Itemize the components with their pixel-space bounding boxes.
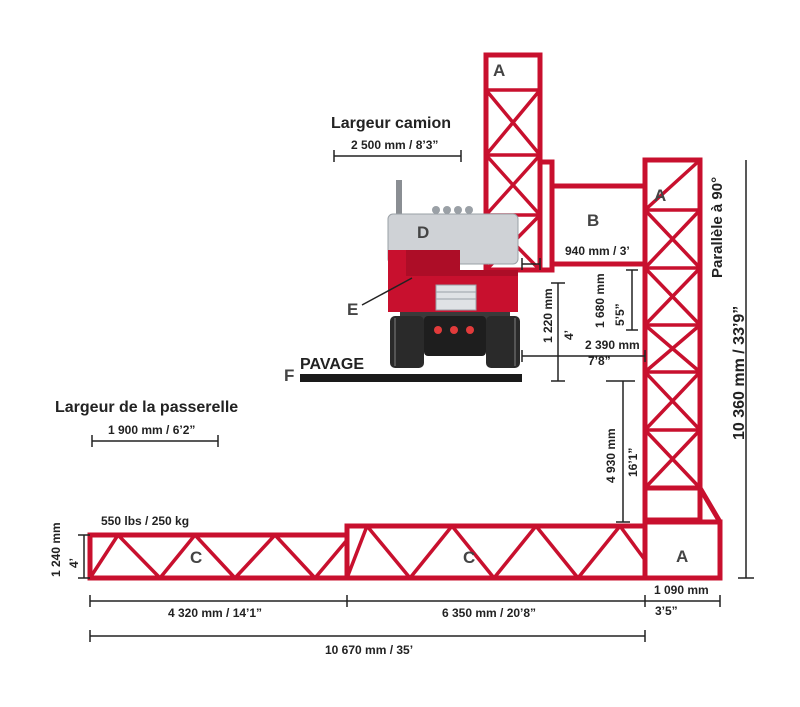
height-4930: 4 930 mm bbox=[604, 428, 618, 483]
label-c-left: C bbox=[190, 548, 202, 567]
truck-width-value: 2 500 mm / 8’3” bbox=[351, 138, 438, 152]
label-d: D bbox=[417, 223, 429, 242]
label-a-base: A bbox=[676, 547, 688, 566]
label-a-top: A bbox=[493, 61, 505, 80]
label-b: B bbox=[587, 211, 599, 230]
tower-section-a-main bbox=[642, 157, 723, 524]
distance-2390-ft: 7’8” bbox=[588, 354, 611, 368]
truck-rear-view bbox=[387, 180, 520, 368]
parallel-link-b bbox=[549, 183, 645, 267]
offset-940: 940 mm / 3’ bbox=[565, 244, 630, 258]
pavement-bar bbox=[300, 374, 522, 382]
height-1680: 1 680 mm bbox=[593, 273, 607, 328]
truck-width-title: Largeur camion bbox=[331, 115, 451, 132]
pavage-label: PAVAGE bbox=[300, 356, 364, 373]
walkway-section-c-left bbox=[87, 532, 350, 581]
wheel-left bbox=[390, 316, 424, 368]
height-1240-ft: 4’ bbox=[67, 558, 81, 568]
load-capacity: 550 lbs / 250 kg bbox=[101, 514, 189, 528]
label-f: F bbox=[284, 366, 294, 385]
walkway-width-title: Largeur de la passerelle bbox=[55, 399, 238, 416]
width-total: 10 670 mm / 35’ bbox=[325, 643, 413, 657]
wheel-right bbox=[486, 316, 520, 368]
dimension-lines bbox=[78, 150, 754, 642]
walkway-section-c-right bbox=[344, 523, 648, 581]
height-4930-ft: 16’1” bbox=[626, 448, 640, 477]
label-c-right: C bbox=[463, 548, 475, 567]
label-e: E bbox=[347, 300, 358, 319]
parallel-90: Parallèle à 90° bbox=[709, 177, 726, 278]
height-1220: 1 220 mm bbox=[541, 288, 555, 343]
height-1680-ft: 5’5” bbox=[613, 303, 627, 326]
height-1220-ft: 4’ bbox=[562, 330, 576, 340]
width-1090: 1 090 mm bbox=[654, 583, 709, 597]
height-1240: 1 240 mm bbox=[49, 522, 63, 577]
label-a-mid: A bbox=[654, 186, 666, 205]
width-1090-ft: 3’5” bbox=[655, 604, 678, 618]
width-4320: 4 320 mm / 14’1” bbox=[168, 606, 262, 620]
width-6350: 6 350 mm / 20’8” bbox=[442, 606, 536, 620]
distance-2390: 2 390 mm bbox=[585, 338, 640, 352]
total-height: 10 360 mm / 33’9” bbox=[731, 306, 748, 440]
walkway-width-value: 1 900 mm / 6’2” bbox=[108, 423, 195, 437]
